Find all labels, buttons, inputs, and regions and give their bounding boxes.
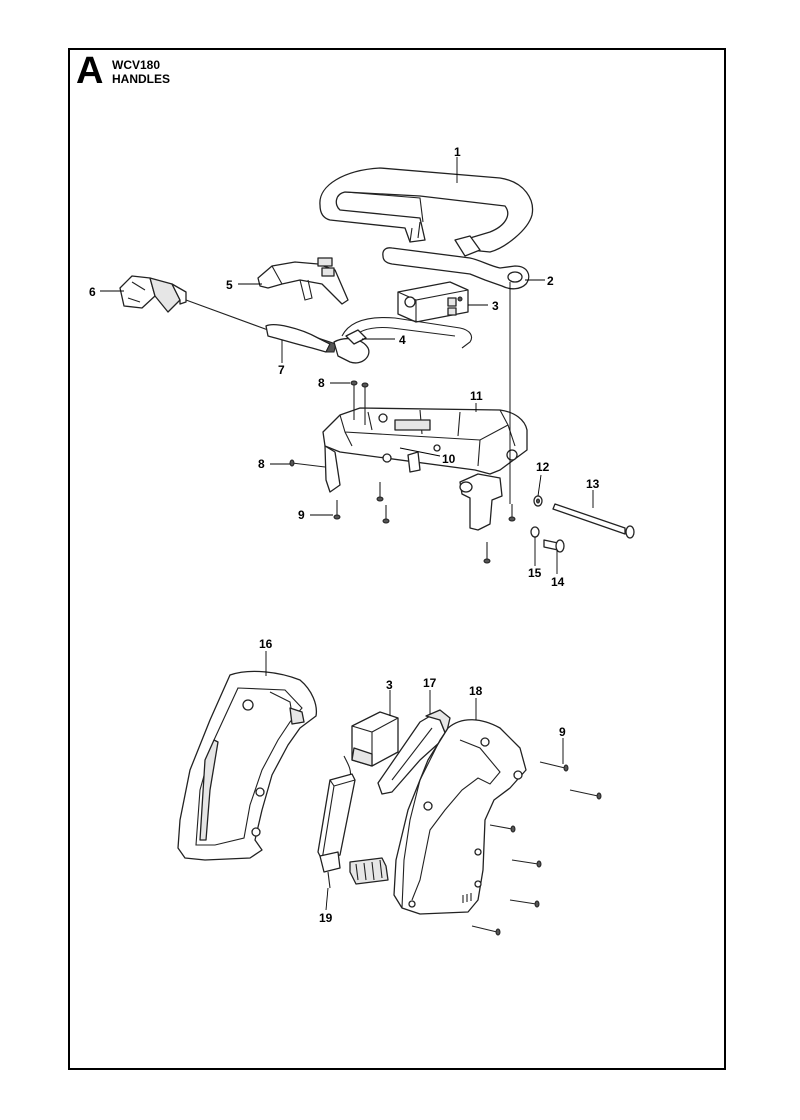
part-right-leg bbox=[459, 473, 503, 531]
callout-4: 4 bbox=[399, 333, 406, 347]
part-left-handle-half bbox=[177, 670, 318, 861]
part-switch-block bbox=[397, 281, 469, 323]
page-frame bbox=[68, 48, 726, 1070]
callout-8-top: 8 bbox=[318, 376, 325, 390]
callout-11: 11 bbox=[470, 389, 483, 403]
callout-6: 6 bbox=[89, 285, 96, 299]
callout-2: 2 bbox=[547, 274, 554, 288]
part-cable-clamp bbox=[257, 257, 349, 305]
part-right-handle-half bbox=[393, 719, 527, 915]
callout-10: 10 bbox=[442, 452, 456, 466]
model-name: WCV180 bbox=[112, 58, 161, 72]
callout-1: 1 bbox=[454, 145, 461, 159]
section-title: HANDLES bbox=[112, 72, 171, 86]
callout-17: 17 bbox=[423, 676, 437, 690]
callout-14: 14 bbox=[551, 575, 565, 589]
leader-lines bbox=[100, 157, 594, 911]
part-washer-12 bbox=[533, 495, 543, 507]
callout-8-side: 8 bbox=[258, 457, 265, 471]
callout-18: 18 bbox=[469, 684, 483, 698]
part-washer-15 bbox=[530, 526, 540, 538]
callout-9: 9 bbox=[298, 508, 305, 522]
callout-9-lower: 9 bbox=[559, 725, 566, 739]
part-trigger-lever bbox=[382, 247, 530, 290]
callout-labels: 1 2 3 4 5 6 7 8 8 9 10 11 12 13 14 15 16… bbox=[89, 145, 600, 925]
part-left-leg bbox=[324, 445, 341, 493]
callout-7: 7 bbox=[278, 363, 285, 377]
part-short-bolt-14 bbox=[543, 539, 565, 553]
part-lever-17 bbox=[377, 709, 451, 795]
screws-9-bottom bbox=[333, 482, 516, 564]
callout-5: 5 bbox=[226, 278, 233, 292]
part-spring-wire bbox=[341, 316, 473, 349]
callout-3: 3 bbox=[492, 299, 499, 313]
part-top-handle bbox=[319, 167, 534, 257]
callout-13: 13 bbox=[586, 477, 600, 491]
part-plug bbox=[119, 275, 187, 313]
screws-right-half bbox=[471, 761, 602, 936]
part-long-bolt-13 bbox=[552, 503, 635, 539]
part-switch-module bbox=[351, 711, 399, 767]
callout-16: 16 bbox=[259, 637, 273, 651]
callout-15: 15 bbox=[528, 566, 542, 580]
part-handle-frame bbox=[322, 407, 528, 475]
screws-8-top bbox=[350, 380, 369, 425]
screw-8-side bbox=[289, 459, 326, 468]
section-letter: A bbox=[76, 50, 104, 92]
callout-19: 19 bbox=[319, 911, 333, 925]
callout-12: 12 bbox=[536, 460, 550, 474]
part-electronic-module bbox=[317, 755, 389, 889]
part-cable bbox=[185, 299, 370, 364]
callout-3-lower: 3 bbox=[386, 678, 393, 692]
diagram-heading: WCV180 HANDLES bbox=[112, 58, 170, 86]
